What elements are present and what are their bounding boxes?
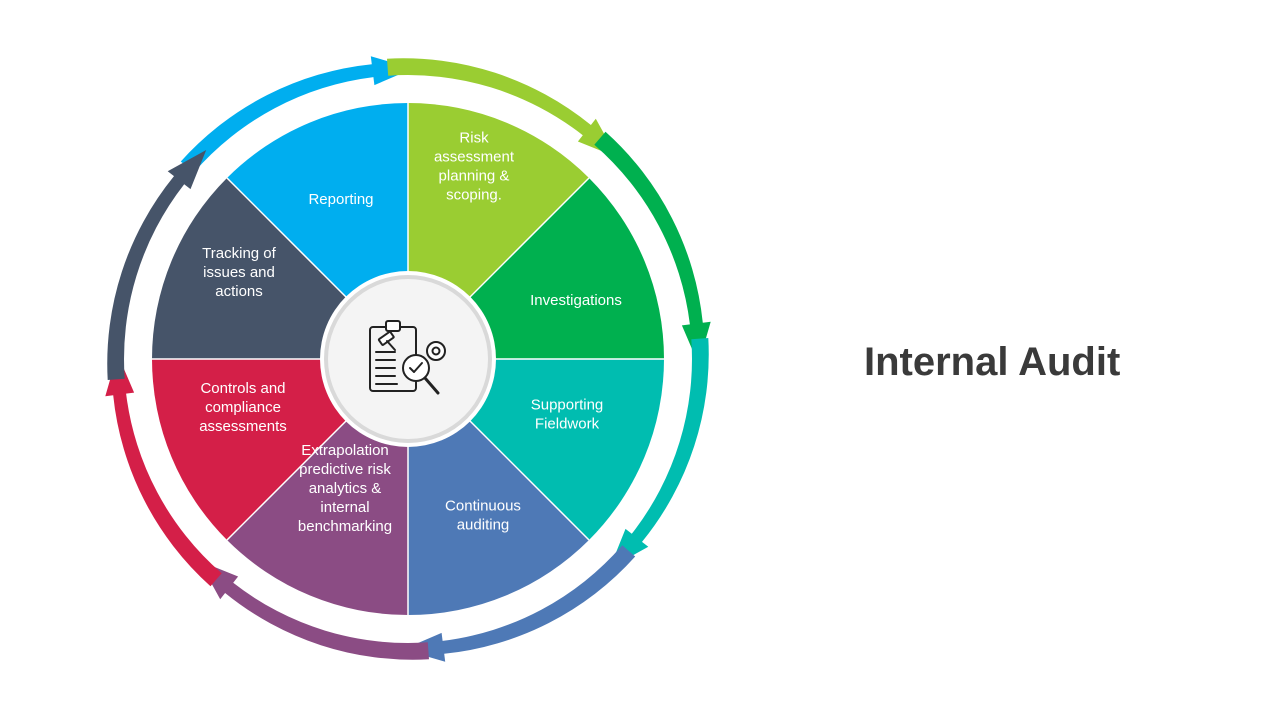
segment-label-line: compliance <box>205 399 281 416</box>
segment-label-tracking-issues: Tracking of issues and actions <box>202 245 276 300</box>
segment-label-line: Risk <box>459 130 489 147</box>
segment-label-line: issues and <box>203 264 275 281</box>
segment-label-line: Tracking of <box>202 245 276 262</box>
segment-label-line: analytics & <box>309 480 382 497</box>
audit-checklist-magnifier-gear-icon <box>369 320 446 395</box>
segment-label-risk-assessment: Risk assessment planning & scoping. <box>434 130 515 204</box>
segment-label-line: Continuous <box>445 498 521 515</box>
segment-label-line: planning & <box>439 168 510 185</box>
segment-label-line: Fieldwork <box>535 416 600 433</box>
segment-labels: Reporting Risk assessment planning & scoping… <box>199 130 622 536</box>
cycle-arrows <box>105 56 711 662</box>
segment-label-line: predictive risk <box>299 461 391 478</box>
page-title: Internal Audit <box>864 340 1121 384</box>
segment-label-reporting: Reporting <box>308 191 373 208</box>
segment-label-line: auditing <box>457 517 510 534</box>
cycle-arrow-supporting-fieldwork <box>609 338 709 568</box>
segment-label-line: assessments <box>199 418 287 435</box>
segment-label-line: scoping. <box>446 187 502 204</box>
segment-label-line: Investigations <box>530 292 622 309</box>
segment-label-line: internal <box>320 499 369 516</box>
segment-label-line: actions <box>215 283 263 300</box>
cycle-arrow-extrapolation <box>199 560 429 660</box>
cycle-arrow-tracking-issues <box>107 150 207 380</box>
segment-label-controls-compliance: Controls and compliance assessments <box>199 380 287 435</box>
cycle-arrow-risk-assessment <box>387 58 617 158</box>
segment-label-line: Supporting <box>531 397 604 414</box>
segment-label-line: assessment <box>434 149 515 166</box>
segment-label-continuous-auditing: Continuous auditing <box>445 498 521 534</box>
segment-label-line: Extrapolation <box>301 442 389 459</box>
internal-audit-cycle-diagram: Reporting Risk assessment planning & scoping… <box>105 56 711 662</box>
segment-label-line: Controls and <box>200 380 285 397</box>
segment-label-line: benchmarking <box>298 518 392 535</box>
segment-label-line: Reporting <box>308 191 373 208</box>
segment-label-extrapolation: Extrapolation predictive risk analytics & i… <box>298 442 392 535</box>
segment-label-investigations: Investigations <box>530 292 622 309</box>
